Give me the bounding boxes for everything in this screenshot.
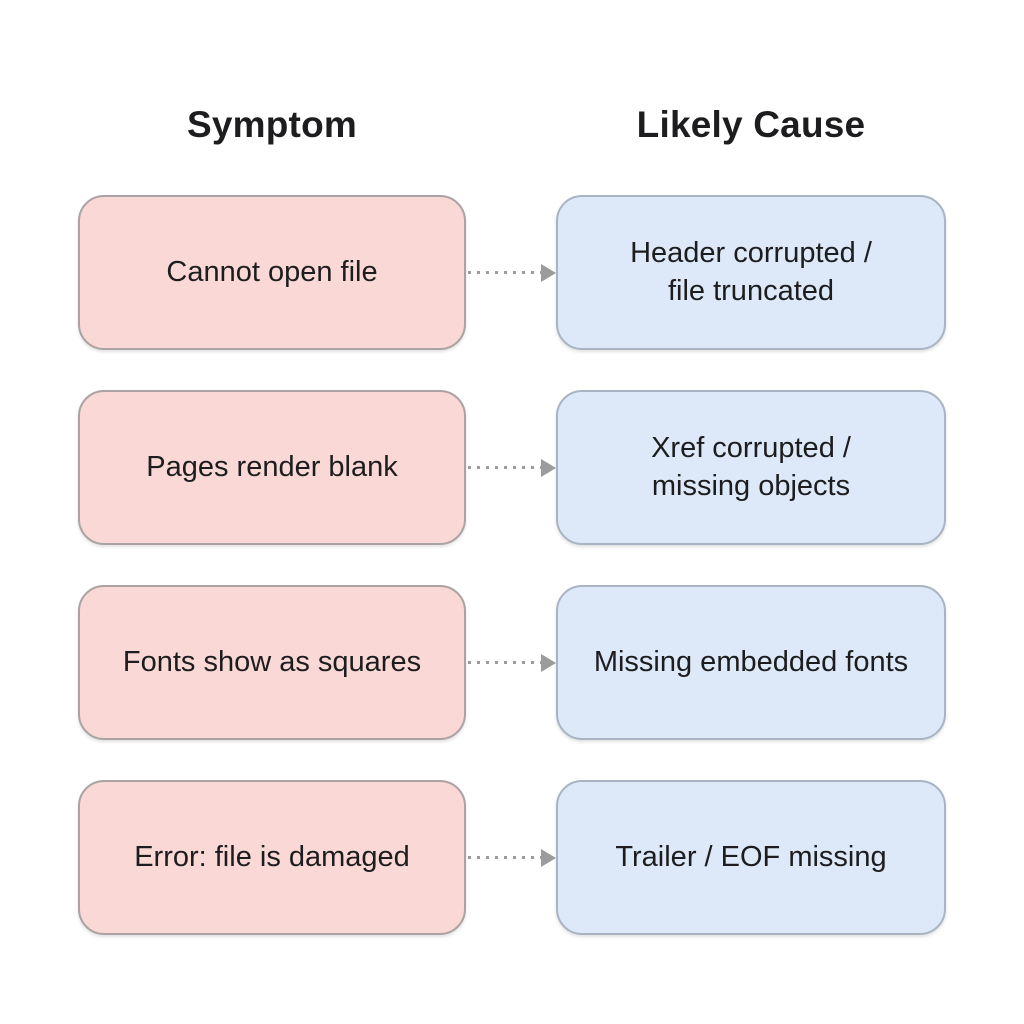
symptom-box-label: Cannot open file: [166, 255, 378, 288]
cause-box: Xref corrupted / missing objects: [556, 390, 946, 545]
symptom-box: Cannot open file: [78, 195, 466, 350]
arrow-dotted-line: [468, 271, 542, 274]
diagram-row: Error: file is damaged Trailer / EOF mis…: [78, 780, 946, 935]
arrow-head-icon: [541, 848, 556, 867]
cause-box: Missing embedded fonts: [556, 585, 946, 740]
symptom-box: Pages render blank: [78, 390, 466, 545]
arrow-head-icon: [541, 263, 556, 282]
diagram-row: Fonts show as squares Missing embedded f…: [78, 585, 946, 740]
cause-box-label: Trailer / EOF missing: [615, 840, 887, 873]
symptom-box: Fonts show as squares: [78, 585, 466, 740]
diagram-row: Cannot open file Header corrupted / file…: [78, 195, 946, 350]
arrow-head-icon: [541, 458, 556, 477]
cause-box: Trailer / EOF missing: [556, 780, 946, 935]
arrow-head-icon: [541, 653, 556, 672]
diagram-row: Pages render blank Xref corrupted / miss…: [78, 390, 946, 545]
column-header-symptom: Symptom: [187, 104, 357, 145]
symptom-box-label: Pages render blank: [146, 450, 398, 483]
column-header-likely-cause: Likely Cause: [636, 104, 866, 145]
arrow-dotted-line: [468, 661, 542, 664]
dotted-arrow-connector: [468, 585, 556, 740]
arrow-dotted-line: [468, 856, 542, 859]
dotted-arrow-connector: [468, 780, 556, 935]
dotted-arrow-connector: [468, 390, 556, 545]
cause-box: Header corrupted / file truncated: [556, 195, 946, 350]
symptom-box-label: Error: file is damaged: [134, 840, 410, 873]
symptom-box-label: Fonts show as squares: [122, 645, 422, 678]
symptom-box: Error: file is damaged: [78, 780, 466, 935]
cause-box-label: Xref corrupted / missing objects: [651, 432, 851, 502]
dotted-arrow-connector: [468, 195, 556, 350]
arrow-dotted-line: [468, 466, 542, 469]
cause-box-label: Missing embedded fonts: [593, 645, 909, 678]
cause-box-label: Header corrupted / file truncated: [630, 237, 872, 307]
